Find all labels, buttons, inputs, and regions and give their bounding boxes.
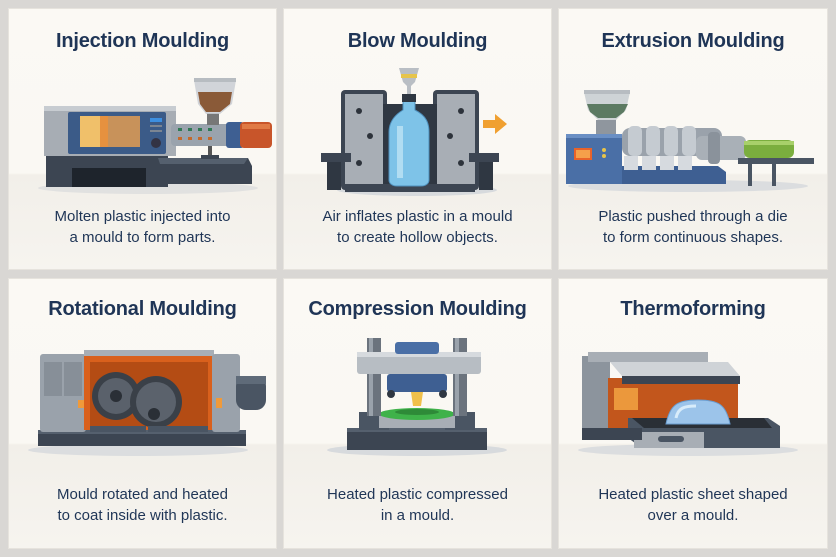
rotational-moulding-oven-icon	[28, 350, 266, 456]
panel-title: Thermoforming	[620, 298, 766, 320]
thermoforming-machine-icon	[578, 352, 798, 456]
panel-description: Heated plastic compressed in a mould.	[327, 486, 508, 524]
panel-title: Injection Moulding	[55, 30, 230, 52]
panel-title: Blow Moulding	[347, 30, 488, 52]
panel-blow-moulding: Blow Moulding Air inflates plastic in a	[283, 8, 552, 270]
panel-title: Extrusion Moulding	[601, 30, 785, 52]
panel-description: Plastic pushed through a die to form con…	[598, 208, 788, 246]
moulding-process-grid: Injection Moulding	[8, 8, 828, 549]
panel-compression-moulding: Compression Moulding Heated plastic com	[283, 278, 552, 549]
panel-injection-moulding: Injection Moulding	[8, 8, 277, 270]
panel-description: Heated plastic sheet shaped over a mould…	[598, 486, 788, 524]
extrusion-machine-icon	[566, 90, 814, 192]
injection-moulding-machine-icon	[38, 78, 272, 194]
panel-description: Molten plastic injected into a mould to …	[54, 208, 231, 246]
panel-rotational-moulding: Rotational Moulding	[8, 278, 277, 549]
blow-moulding-machine-icon	[321, 68, 507, 196]
panel-description: Mould rotated and heated to coat inside …	[57, 486, 228, 524]
panel-title: Compression Moulding	[308, 298, 527, 320]
panel-description: Air inflates plastic in a mould to creat…	[322, 208, 513, 246]
panel-title: Rotational Moulding	[48, 298, 237, 320]
compression-press-icon	[327, 338, 507, 456]
panel-thermoforming: Thermoforming Heated plastic sheet shape…	[558, 278, 828, 549]
panel-extrusion-moulding: Extrusion Moulding	[558, 8, 828, 270]
